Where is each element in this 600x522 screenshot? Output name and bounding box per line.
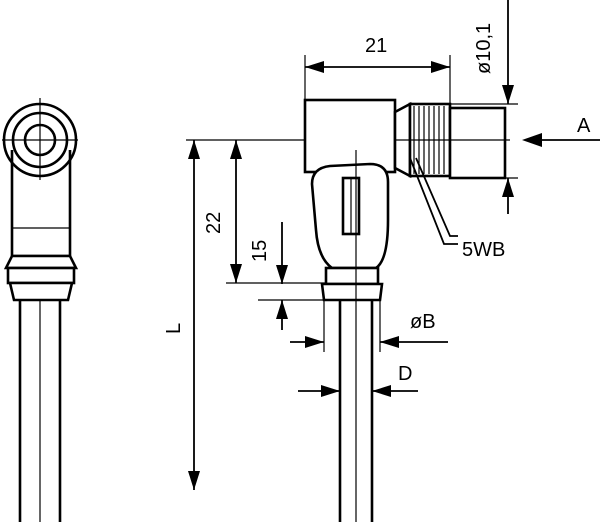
dim-22-arrow-top xyxy=(230,140,242,159)
dim-21-arrow-right xyxy=(431,61,450,73)
connector-body xyxy=(303,98,397,174)
dim-21-label: 21 xyxy=(365,35,387,57)
dim-d10-arrow-top xyxy=(502,85,514,104)
dim-15-arrow-bottom xyxy=(276,300,288,319)
dimensions: 21 ø10,1 A 5WB 22 15 xyxy=(163,0,600,490)
dim-D-arrow-left xyxy=(321,385,340,397)
dim-B-label: øB xyxy=(410,311,436,333)
dim-B-arrow-right xyxy=(380,336,399,348)
dim-L-arrow-top xyxy=(188,140,200,159)
thread-callout-leader xyxy=(409,157,458,245)
view-arrow-head xyxy=(522,133,542,147)
side-view-collar-bottom xyxy=(8,281,74,302)
dim-B-arrow-left xyxy=(305,336,324,348)
thread-callout-label: 5WB xyxy=(462,239,505,261)
dim-D-label: D xyxy=(398,363,412,385)
dim-d10-arrow-bottom xyxy=(502,178,514,197)
dim-21-arrow-left xyxy=(305,61,324,73)
front-view xyxy=(303,98,510,522)
dim-15-arrow-top xyxy=(276,265,288,284)
side-view-collar-top xyxy=(3,254,79,270)
contact-insert xyxy=(448,106,507,180)
view-arrow-label: A xyxy=(577,115,591,137)
dim-D-arrow-right xyxy=(372,385,391,397)
thread-callout-leader-2 xyxy=(415,157,458,237)
body-collar xyxy=(324,266,380,286)
side-view xyxy=(2,98,79,522)
dim-22-label: 22 xyxy=(203,212,225,234)
dim-L-label: L xyxy=(163,323,185,334)
dim-15-label: 15 xyxy=(249,240,271,262)
dim-d10-label: ø10,1 xyxy=(473,23,495,74)
dim-22-arrow-bottom xyxy=(230,264,242,283)
body-collar-ring xyxy=(320,282,384,302)
dim-L-arrow-bottom xyxy=(188,471,200,490)
side-view-collar xyxy=(6,266,76,285)
